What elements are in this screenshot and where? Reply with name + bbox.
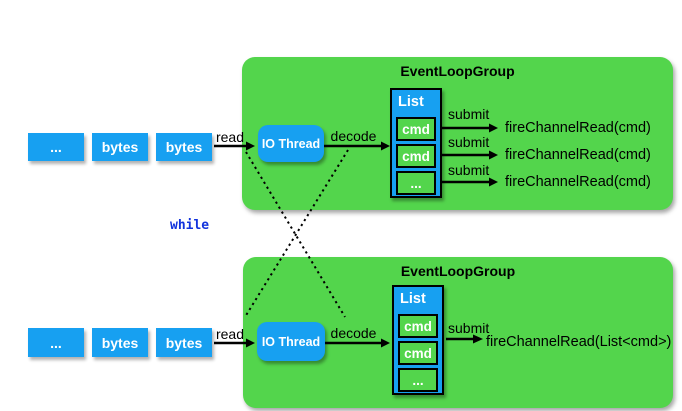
decode-label-top: decode — [330, 128, 377, 144]
list-cell-top-1: cmd — [396, 117, 436, 141]
event-loop-group-bottom-title: EventLoopGroup — [400, 263, 516, 279]
read-label-bottom: read — [215, 326, 244, 342]
list-cell-top-3: ... — [396, 171, 436, 195]
submit-label-top-3: submit — [448, 162, 490, 178]
io-thread-bottom: IO Thread — [257, 322, 325, 361]
byte-queue-top-ellipsis: ... — [28, 133, 84, 161]
byte-queue-top-bytes-2: bytes — [156, 133, 212, 161]
byte-queue-bottom-ellipsis: ... — [28, 328, 84, 357]
list-box-bottom: List cmd cmd ... — [392, 285, 444, 395]
list-cell-bottom-2: cmd — [398, 341, 438, 365]
byte-queue-bottom-bytes-1: bytes — [92, 328, 148, 357]
fire-channel-read-top-3: fireChannelRead(cmd) — [505, 174, 651, 190]
submit-label-bottom: submit — [448, 320, 490, 336]
byte-queue-bottom-bytes-2: bytes — [156, 328, 212, 357]
submit-label-top-1: submit — [448, 106, 490, 122]
while-keyword: while — [170, 218, 210, 233]
fire-channel-read-top-1: fireChannelRead(cmd) — [505, 120, 651, 136]
decode-label-bottom: decode — [330, 325, 377, 341]
list-header-top: List — [398, 94, 424, 110]
list-cell-top-2: cmd — [396, 144, 436, 168]
fire-channel-read-bottom: fireChannelRead(List<cmd>) — [486, 334, 672, 350]
fire-channel-read-top-2: fireChannelRead(cmd) — [505, 147, 651, 163]
list-header-bottom: List — [400, 291, 426, 307]
read-label-top: read — [215, 129, 244, 145]
list-cell-bottom-3: ... — [398, 368, 438, 392]
io-thread-top: IO Thread — [258, 125, 324, 162]
byte-queue-top-bytes-1: bytes — [92, 133, 148, 161]
list-box-top: List cmd cmd ... — [390, 88, 442, 198]
event-loop-group-top-title: EventLoopGroup — [400, 63, 515, 79]
list-cell-bottom-1: cmd — [398, 314, 438, 338]
submit-label-top-2: submit — [448, 134, 490, 150]
